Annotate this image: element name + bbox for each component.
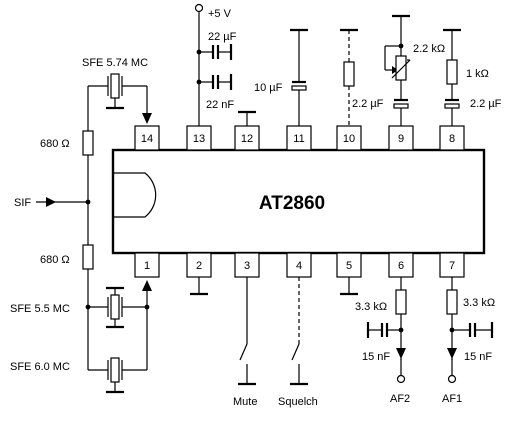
sfe-60-label: SFE 6.0 MC (10, 361, 70, 373)
c15nf-7-label: 15 nF (464, 351, 492, 363)
pin-10-label: 10 (343, 133, 355, 145)
pin9-network: 2.2 kΩ 2.2 µF (352, 14, 445, 126)
pin-7-label: 7 (449, 260, 455, 272)
pin4-squelch: Squelch (278, 277, 318, 408)
pin12-ground (238, 110, 256, 126)
pin-3-box (234, 252, 260, 278)
sif-arrow-icon (46, 197, 56, 207)
resistor-680-top (82, 130, 94, 156)
r680-bottom-label: 680 Ω (40, 254, 70, 266)
pin-5-label: 5 (346, 260, 352, 272)
pin13-supply: +5 V 22 µF 22 nF (194, 3, 237, 126)
pin3-mute: Mute (233, 277, 257, 408)
pin5-ground (340, 277, 358, 296)
pin-10-box (336, 125, 362, 151)
af2-label: AF2 (390, 393, 410, 405)
pin-4-label: 4 (296, 260, 302, 272)
potentiometer-pin9 (395, 55, 407, 81)
supply-label: +5 V (208, 8, 232, 20)
pin-3-label: 3 (244, 260, 250, 272)
sfe-55-crystal (110, 294, 120, 320)
pin-2-box (186, 252, 212, 278)
pin-14-box (134, 125, 160, 151)
chip-name: AT2860 (259, 193, 325, 214)
af1-terminal (447, 374, 457, 384)
pin-2-label: 2 (196, 260, 202, 272)
pin-6-box (388, 252, 414, 278)
af1-label: AF1 (442, 393, 462, 405)
pin-9-label: 9 (398, 133, 404, 145)
resistor-33k-7 (446, 289, 458, 315)
resistor-pin10 (343, 61, 355, 87)
pin-11-box (286, 125, 312, 151)
sfe-60-crystal (110, 357, 120, 383)
af2-terminal (396, 374, 406, 384)
pin-8-box (439, 125, 465, 151)
pin10-network (340, 28, 358, 126)
pin-4-box (286, 252, 312, 278)
left-input-network: 680 Ω 680 Ω SIF SFE 5.74 MC SFE 5.5 MC S… (10, 57, 152, 394)
c22uf-9-label: 2.2 µF (352, 98, 384, 110)
c22uf-13-label: 22 µF (208, 31, 237, 43)
bottom-pins: 1 2 3 4 5 6 7 (134, 252, 465, 278)
c15nf-6-label: 15 nF (362, 351, 390, 363)
resistor-1k (446, 59, 458, 85)
pin-7-box (439, 252, 465, 278)
c22nf-label: 22 nF (206, 99, 234, 111)
pin7-af1: 3.3 kΩ 15 nF AF1 (442, 277, 495, 405)
c22uf-8-label: 2.2 µF (470, 98, 502, 110)
pin-14-label: 14 (141, 133, 153, 145)
ic-notch (114, 172, 157, 218)
pin11-network: 10 µF (254, 28, 308, 126)
pin-11-label: 11 (293, 133, 304, 145)
pin-12-label: 12 (241, 133, 253, 145)
resistor-33k-6 (395, 289, 407, 315)
pin-9-box (388, 125, 414, 151)
pin6-af2: 3.3 kΩ 15 nF AF2 (355, 277, 410, 405)
pin2-ground (190, 277, 208, 296)
sfe-574-label: SFE 5.74 MC (82, 57, 148, 69)
pin-8-label: 8 (449, 133, 455, 145)
supply-terminal (194, 3, 204, 13)
pin-1-box (134, 252, 160, 278)
r680-top-label: 680 Ω (40, 138, 70, 150)
sif-label: SIF (14, 197, 31, 209)
pin-12-box (234, 125, 260, 151)
pin-5-box (336, 252, 362, 278)
r1k-label: 1 kΩ (466, 68, 489, 80)
pin-1-label: 1 (144, 260, 150, 272)
r22k-9-label: 2.2 kΩ (413, 43, 445, 55)
pin-6-label: 6 (398, 260, 404, 272)
r33k-7-label: 3.3 kΩ (463, 297, 495, 309)
ic-body (111, 148, 486, 255)
c10uf-label: 10 µF (254, 82, 283, 94)
resistor-680-bottom (82, 244, 94, 270)
pin8-network: 1 kΩ 2.2 µF (443, 28, 502, 126)
sfe-55-label: SFE 5.5 MC (10, 303, 70, 315)
pin-13-label: 13 (193, 133, 205, 145)
r33k-6-label: 3.3 kΩ (355, 301, 387, 313)
sfe-574-crystal (110, 73, 120, 99)
top-pins: 14 13 12 11 10 9 8 (134, 125, 465, 151)
mute-label: Mute (233, 396, 257, 408)
squelch-label: Squelch (278, 396, 318, 408)
